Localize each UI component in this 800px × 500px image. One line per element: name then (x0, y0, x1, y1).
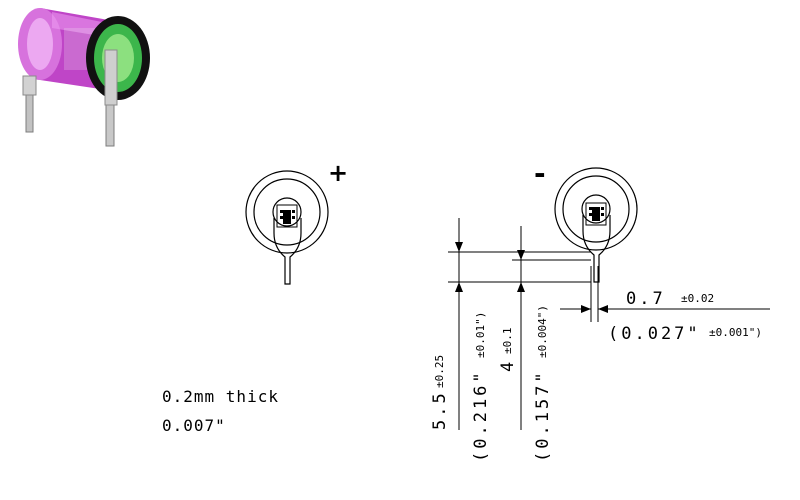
outer-length-in-tolerance: ±0.01") (474, 312, 487, 358)
tab-width-mm-tolerance: ±0.02 (681, 292, 714, 305)
negative-terminal-drawing (554, 167, 638, 283)
inner-length-label: 4 ±0.1 (498, 328, 518, 373)
outer-length-mm-tolerance: ±0.25 (433, 355, 446, 388)
outer-length-label: 5.5 ±0.25 (430, 355, 450, 430)
tab-width-in-tolerance: ±0.001") (709, 326, 762, 339)
battery-image (18, 8, 150, 147)
dimension-lines (448, 218, 770, 430)
inner-length-mm-tolerance: ±0.1 (501, 328, 514, 355)
tab-width-mm: 0.7 (626, 289, 666, 309)
thickness-inch-note: 0.007" (162, 416, 226, 435)
inner-length-inch-label: (0.157" ±0.004") (533, 305, 553, 462)
tab-width-in: (0.027" (608, 324, 701, 344)
positive-terminal-drawing (245, 170, 329, 285)
inner-length-in: (0.157" (533, 369, 553, 462)
inner-length-mm: 4 (498, 359, 518, 372)
outer-length-inch-label: (0.216" ±0.01") (471, 312, 491, 462)
positive-symbol: + (328, 159, 348, 187)
inner-length-in-tolerance: ±0.004") (536, 305, 549, 358)
negative-symbol: - (534, 157, 546, 190)
outer-length-mm: 5.5 (430, 390, 450, 430)
thickness-mm-note: 0.2mm thick (162, 387, 279, 406)
outer-length-in: (0.216" (471, 369, 491, 462)
